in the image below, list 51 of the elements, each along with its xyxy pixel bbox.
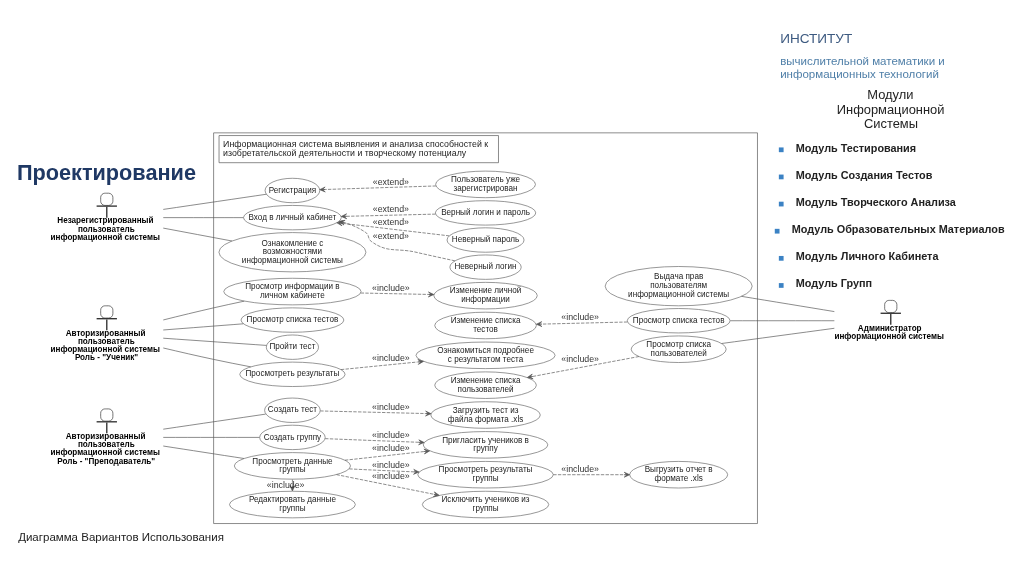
edge-label: «include» [372,282,410,293]
arrow [340,213,436,219]
edge-label: «include» [561,353,600,364]
edge-label: «include» [372,470,410,481]
arrow [360,291,435,297]
edge-label: «include» [561,463,600,474]
edge-label: «extend» [372,216,409,227]
connector [721,327,835,344]
label: Модуль Создания Тестов [795,168,933,181]
arrow [348,468,420,475]
label: Модуль Личного Кабинета [795,249,939,262]
label: Модуль Творческого Анализа [795,195,956,208]
connector [730,319,835,321]
edge-label: «extend» [372,203,409,214]
caption: Диаграмма Вариантов Использования [18,530,224,543]
edge-label: «include» [372,429,410,440]
connector [162,347,252,367]
connector [162,413,266,430]
edge-label: «include» [372,352,410,363]
label: Модуль Образовательных Материалов [791,222,1005,235]
arrow [320,410,432,416]
arrow [319,185,437,192]
connector [162,300,245,320]
edge-label: «extend» [372,176,409,187]
edge-label: «include» [372,459,410,470]
edge-label: «include» [266,479,305,490]
edge-label: «include» [561,311,600,322]
connector [162,436,260,438]
arrow [344,448,430,461]
connector [741,295,835,312]
arrow [324,437,425,445]
connector [162,445,245,459]
connector [162,337,267,346]
connector [162,227,233,241]
connector [162,193,267,210]
arrow [536,320,628,327]
arrow [340,358,424,370]
arrow [336,473,440,497]
connector [162,216,244,218]
label: Модули Информационной Системы [836,86,945,131]
arrow [527,355,640,379]
diagram-title: Проектирование [16,159,196,185]
label: ИНСТИТУТ [780,30,853,46]
arrow [552,471,630,477]
edge-label: «include» [372,442,410,453]
connector [162,322,244,330]
label: Модуль Тестирования [795,141,917,154]
label: Модуль Групп [795,276,873,289]
edge-label: «extend» [372,230,409,241]
label: вычислительной математики и информационных технологий [780,54,945,80]
edge-label: «include» [372,401,410,412]
